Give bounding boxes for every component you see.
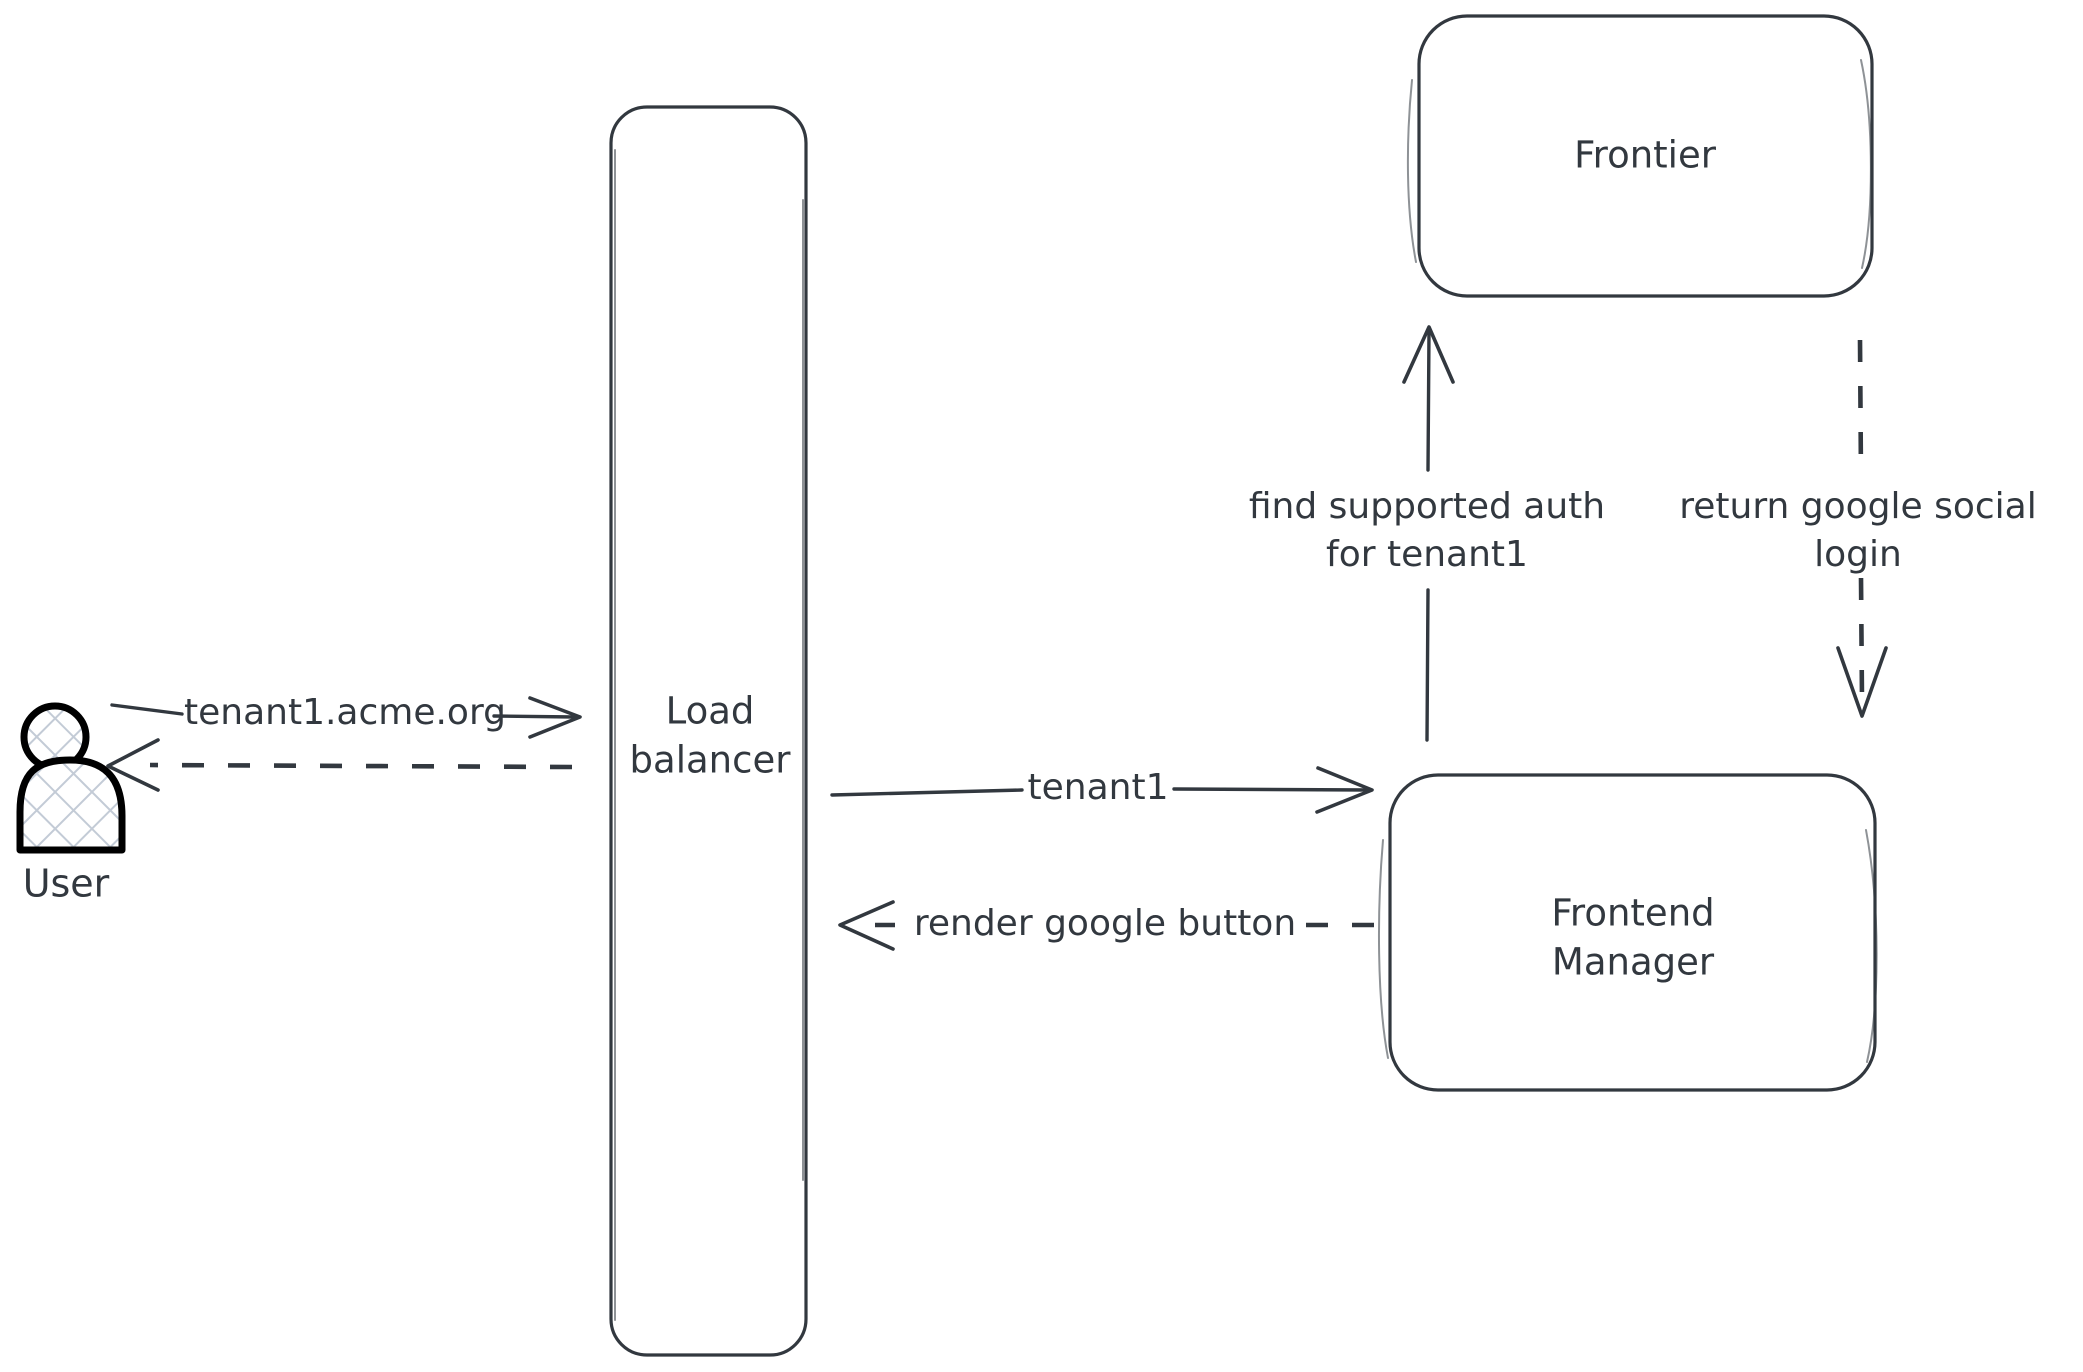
edge-lb-to-fm-arrowhead — [1315, 766, 1374, 814]
frontier-sketch-stroke-2 — [1860, 59, 1872, 269]
person-actor-body-fill-icon — [20, 760, 122, 850]
edge-lb-to-user-arrowhead — [106, 738, 160, 792]
edge-user-to-lb-line-left — [110, 703, 184, 716]
edge-frontend-manager-to-frontier[interactable]: find supported auth for tenant1 — [1249, 325, 1605, 742]
edge-lb-to-user-line — [149, 762, 573, 770]
edge-frontier-to-fm-label-line2: login — [1814, 534, 1902, 575]
frontend-manager-sketch-stroke — [1378, 839, 1389, 1059]
edge-fm-to-frontier-label-line1: find supported auth — [1249, 486, 1605, 527]
edge-frontier-to-fm-line-lower — [1858, 577, 1865, 701]
edge-user-to-lb-arrowhead — [528, 696, 582, 739]
frontend-manager-box — [1388, 773, 1877, 1092]
edge-fm-to-lb-label: render google button — [914, 903, 1296, 944]
edge-fm-to-frontier-label-line2: for tenant1 — [1326, 534, 1528, 575]
actor-user-label: User — [23, 862, 110, 906]
actor-user[interactable]: User — [16, 702, 126, 906]
load-balancer-label-line2: balancer — [630, 739, 792, 782]
frontend-manager-label-line2: Manager — [1552, 941, 1715, 984]
edge-fm-to-lb-arrowhead — [838, 900, 895, 951]
node-frontend-manager[interactable]: Frontend Manager — [1378, 773, 1878, 1092]
edge-user-to-lb-line-right — [492, 714, 577, 719]
load-balancer-label-line1: Load — [666, 690, 755, 733]
frontier-label: Frontier — [1574, 134, 1717, 177]
edge-user-to-load-balancer[interactable]: tenant1.acme.org — [110, 692, 582, 739]
frontier-sketch-stroke — [1406, 79, 1417, 263]
edge-frontier-to-frontend-manager[interactable]: return google social login — [1679, 339, 2037, 718]
edge-load-balancer-to-frontend-manager[interactable]: tenant1 — [830, 766, 1374, 814]
edge-fm-to-frontier-line-lower — [1425, 588, 1430, 742]
person-actor-head-icon — [24, 706, 86, 768]
frontier-box — [1417, 14, 1874, 298]
frontend-manager-label-line1: Frontend — [1551, 892, 1714, 935]
edge-lb-to-fm-line-right — [1172, 787, 1372, 792]
edge-fm-to-frontier-line-upper — [1426, 330, 1431, 472]
node-load-balancer[interactable]: Load balancer — [609, 105, 808, 1357]
edge-frontend-manager-to-load-balancer[interactable]: render google button — [838, 900, 1374, 951]
edge-user-to-lb-label: tenant1.acme.org — [184, 692, 506, 733]
load-balancer-box — [609, 105, 808, 1357]
edge-lb-to-fm-label: tenant1 — [1028, 767, 1169, 808]
edge-frontier-to-fm-label-line1: return google social — [1679, 486, 2037, 527]
edge-load-balancer-to-user[interactable] — [106, 738, 573, 792]
frontend-manager-sketch-stroke-2 — [1865, 829, 1878, 1063]
edge-frontier-to-fm-line-upper — [1857, 339, 1864, 479]
edge-frontier-to-fm-arrowhead — [1836, 646, 1888, 718]
node-frontier[interactable]: Frontier — [1406, 14, 1874, 298]
edge-fm-to-frontier-arrowhead — [1402, 325, 1455, 384]
edge-lb-to-fm-line-left — [830, 788, 1024, 797]
person-actor-body-outline-icon — [16, 756, 126, 854]
